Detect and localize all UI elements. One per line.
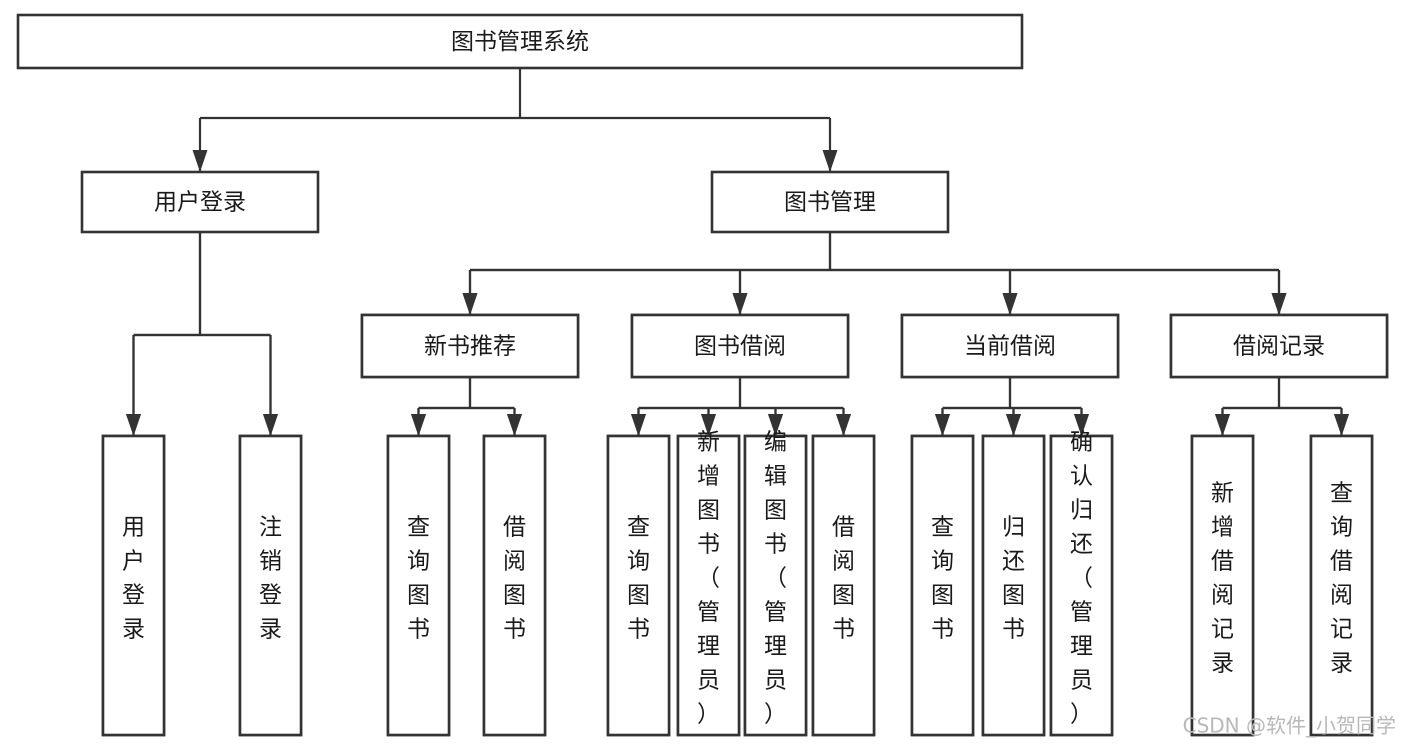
connector-arrowhead	[462, 293, 478, 315]
node-cb-return-book[interactable]: 归还图书	[981, 434, 1046, 737]
node-nbr-query-book[interactable]: 查询图书	[386, 434, 451, 737]
node-label-bb-add-book: 新增图书（管理员）	[697, 430, 720, 728]
node-label-bb-query-book: 查询图书	[627, 515, 650, 643]
node-box-book-manage	[710, 170, 950, 234]
node-bb-edit-book[interactable]: 编辑图书（管理员）	[743, 430, 808, 737]
csdn-watermark: CSDN @软件_小贺同学	[1183, 714, 1396, 738]
node-label-bb-edit-book: 编辑图书（管理员）	[764, 430, 787, 728]
node-box-cb-query-book	[910, 434, 975, 737]
connector-arrowhead	[192, 150, 208, 172]
node-cb-query-book[interactable]: 查询图书	[910, 434, 975, 737]
node-label-bb-borrow-book: 借阅图书	[832, 515, 855, 643]
connector-arrowhead	[1215, 414, 1230, 436]
node-box-nbr-query-book	[386, 434, 451, 737]
node-layer: 图书管理系统用户登录用户登录注销登录图书管理新书推荐查询图书借阅图书图书借阅查询…	[16, 13, 1389, 737]
connector-arrowhead	[935, 414, 950, 436]
node-label-user-login: 用户登录	[154, 190, 246, 216]
connector-arrowhead	[1334, 414, 1349, 436]
node-nbr-borrow-book[interactable]: 借阅图书	[482, 434, 547, 737]
node-label-new-book-rec: 新书推荐	[424, 334, 516, 360]
node-label-current-borrow: 当前借阅	[964, 334, 1056, 360]
node-book-manage[interactable]: 图书管理	[710, 170, 950, 234]
connector-arrowhead	[836, 414, 851, 436]
node-cb-confirm-ret[interactable]: 确认归还（管理员）	[1049, 430, 1114, 737]
node-new-book-rec[interactable]: 新书推荐	[360, 313, 580, 379]
connector-arrowhead	[1074, 414, 1089, 436]
node-label-cb-query-book: 查询图书	[931, 515, 954, 643]
node-box-borrow-records	[1169, 313, 1389, 379]
node-br-query-record[interactable]: 查询借阅记录	[1309, 434, 1374, 737]
node-box-cb-return-book	[981, 434, 1046, 737]
node-borrow-records[interactable]: 借阅记录	[1169, 313, 1389, 379]
node-br-add-record[interactable]: 新增借阅记录	[1190, 434, 1255, 737]
connector-arrowhead	[768, 414, 783, 436]
node-box-bb-add-book	[676, 434, 741, 737]
node-box-root	[16, 13, 1024, 70]
node-label-nbr-borrow-book: 借阅图书	[503, 515, 526, 643]
node-bb-query-book[interactable]: 查询图书	[606, 434, 671, 737]
connector-arrowhead	[411, 414, 426, 436]
node-label-root: 图书管理系统	[451, 29, 589, 55]
connector-arrowhead	[822, 150, 838, 172]
node-bb-borrow-book[interactable]: 借阅图书	[811, 434, 876, 737]
node-box-user-logout-do	[238, 434, 303, 737]
connector-arrowhead	[263, 414, 278, 436]
node-box-book-borrow	[630, 313, 850, 379]
node-box-bb-query-book	[606, 434, 671, 737]
connector-arrowhead	[1271, 293, 1287, 315]
node-box-nbr-borrow-book	[482, 434, 547, 737]
node-label-user-logout-do: 注销登录	[259, 515, 282, 643]
node-box-new-book-rec	[360, 313, 580, 379]
node-box-user-login-do	[101, 434, 166, 737]
node-user-logout-do[interactable]: 注销登录	[238, 434, 303, 737]
node-label-cb-return-book: 归还图书	[1002, 515, 1025, 643]
node-label-borrow-records: 借阅记录	[1233, 334, 1325, 360]
node-current-borrow[interactable]: 当前借阅	[900, 313, 1120, 379]
node-box-bb-edit-book	[743, 434, 808, 737]
node-box-current-borrow	[900, 313, 1120, 379]
node-label-cb-confirm-ret: 确认归还（管理员）	[1070, 430, 1093, 728]
node-label-br-query-record: 查询借阅记录	[1330, 481, 1353, 677]
connector-arrowhead	[507, 414, 522, 436]
node-box-br-query-record	[1309, 434, 1374, 737]
node-book-borrow[interactable]: 图书借阅	[630, 313, 850, 379]
node-label-user-login-do: 用户登录	[122, 515, 145, 643]
connector-arrowhead	[1002, 293, 1018, 315]
node-root[interactable]: 图书管理系统	[16, 13, 1024, 70]
connector-arrowhead	[1006, 414, 1021, 436]
node-label-br-add-record: 新增借阅记录	[1211, 481, 1234, 677]
connector-arrowhead	[701, 414, 716, 436]
node-user-login[interactable]: 用户登录	[80, 170, 320, 234]
node-bb-add-book[interactable]: 新增图书（管理员）	[676, 430, 741, 737]
connector-layer	[126, 68, 1349, 436]
node-box-user-login	[80, 170, 320, 234]
node-label-book-borrow: 图书借阅	[694, 334, 786, 360]
connector-arrowhead	[126, 414, 141, 436]
node-box-cb-confirm-ret	[1049, 434, 1114, 737]
node-label-book-manage: 图书管理	[784, 190, 876, 216]
connector-arrowhead	[732, 293, 748, 315]
node-box-bb-borrow-book	[811, 434, 876, 737]
node-label-nbr-query-book: 查询图书	[407, 515, 430, 643]
connector-arrowhead	[631, 414, 646, 436]
node-user-login-do[interactable]: 用户登录	[101, 434, 166, 737]
node-box-br-add-record	[1190, 434, 1255, 737]
